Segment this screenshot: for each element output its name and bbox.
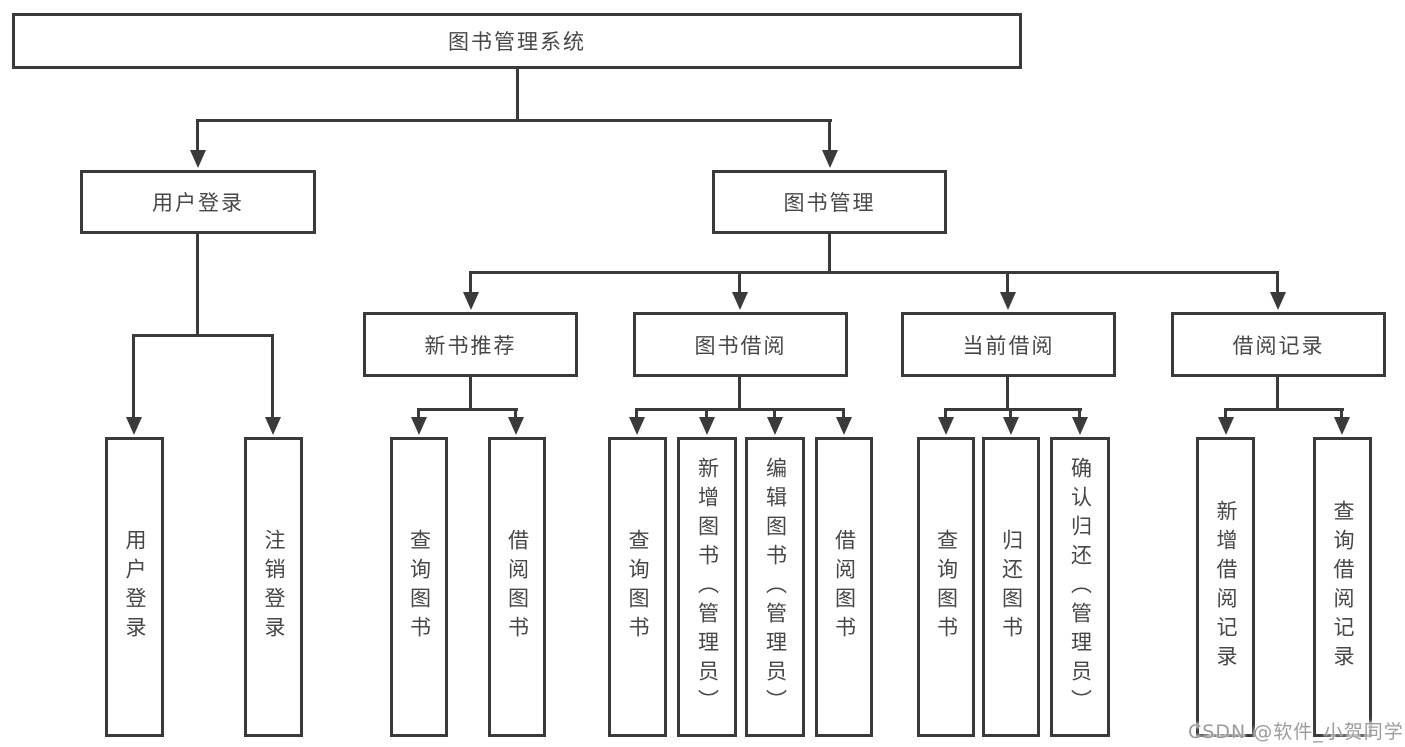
- connector-line: [516, 69, 519, 121]
- leaf-label: 查询图书: [626, 529, 650, 645]
- leaf-label: 归还图书: [999, 529, 1024, 645]
- arrow-down-icon: [1334, 417, 1350, 435]
- connector-line: [514, 408, 517, 418]
- connector-line: [1078, 408, 1081, 418]
- connector-line: [1276, 377, 1279, 411]
- arrow-down-icon: [938, 417, 954, 435]
- connector-line: [1006, 271, 1009, 294]
- leaf-label: 查询借阅记录: [1331, 500, 1355, 674]
- leaf-user-login: 用户登录: [105, 437, 164, 737]
- arrow-down-icon: [732, 292, 748, 310]
- leaf-borrow-add-books-admin: 新增图书（管理员）: [677, 437, 737, 737]
- arrow-down-icon: [699, 417, 715, 435]
- arrow-down-icon: [126, 417, 142, 435]
- connector-line: [828, 119, 831, 152]
- connector-line: [1340, 408, 1343, 418]
- leaf-records-add-record: 新增借阅记录: [1196, 437, 1255, 737]
- arrow-down-icon: [508, 417, 524, 435]
- node-current-borrowing: 当前借阅: [901, 312, 1116, 377]
- node-label: 图书管理: [783, 191, 876, 215]
- node-label: 当前借阅: [962, 333, 1055, 358]
- leaf-label: 用户登录: [123, 529, 147, 645]
- connector-line: [828, 234, 831, 274]
- leaf-label: 确认归还（管理员）: [1068, 456, 1093, 718]
- connector-line: [944, 408, 1082, 411]
- leaf-label: 新增借阅记录: [1214, 500, 1238, 674]
- connector-line: [469, 271, 1279, 274]
- arrow-down-icon: [1000, 292, 1016, 310]
- connector-line: [738, 377, 741, 411]
- connector-line: [196, 234, 199, 336]
- node-book-management: 图书管理: [712, 170, 947, 234]
- node-book-borrowing: 图书借阅: [633, 312, 848, 377]
- connector-line: [1276, 271, 1279, 294]
- connector-line: [132, 334, 274, 337]
- node-label: 图书管理系统: [448, 30, 586, 54]
- leaf-logout-login: 注销登录: [244, 437, 303, 737]
- arrow-down-icon: [265, 417, 281, 435]
- connector-line: [132, 334, 135, 418]
- connector-line: [842, 408, 845, 418]
- arrow-down-icon: [411, 417, 427, 435]
- connector-line: [469, 377, 472, 411]
- connector-line: [738, 271, 741, 294]
- arrow-down-icon: [767, 417, 783, 435]
- leaf-label: 查询图书: [407, 529, 432, 645]
- arrow-down-icon: [1003, 417, 1019, 435]
- node-label: 借阅记录: [1232, 333, 1325, 358]
- node-label: 新书推荐: [424, 333, 517, 358]
- leaf-borrow-query-books: 查询图书: [608, 437, 667, 737]
- leaf-label: 借阅图书: [505, 529, 530, 645]
- connector-line: [417, 408, 518, 411]
- connector-line: [773, 408, 776, 418]
- arrow-down-icon: [1072, 417, 1088, 435]
- node-label: 图书借阅: [694, 333, 787, 358]
- leaf-current-return-books: 归还图书: [982, 437, 1040, 737]
- arrow-down-icon: [822, 150, 838, 168]
- leaf-label: 查询图书: [934, 529, 959, 645]
- leaf-recommend-borrow-books: 借阅图书: [488, 437, 546, 737]
- connector-line: [1009, 408, 1012, 418]
- arrow-down-icon: [1218, 417, 1234, 435]
- node-library-system: 图书管理系统: [12, 13, 1022, 69]
- leaf-label: 编辑图书（管理员）: [763, 456, 788, 718]
- connector-line: [469, 271, 472, 294]
- watermark: CSDN @软件_小贺同学: [1188, 721, 1404, 743]
- connector-line: [1006, 377, 1009, 411]
- arrow-down-icon: [190, 150, 206, 168]
- connector-line: [705, 408, 708, 418]
- connector-line: [635, 408, 845, 411]
- node-new-book-recommendation: 新书推荐: [363, 312, 578, 377]
- connector-line: [944, 408, 947, 418]
- leaf-recommend-query-books: 查询图书: [390, 437, 448, 737]
- node-borrowing-records: 借阅记录: [1171, 312, 1386, 377]
- leaf-current-query-books: 查询图书: [917, 437, 975, 737]
- node-label: 用户登录: [152, 191, 244, 215]
- connector-line: [635, 408, 638, 418]
- connector-line: [1224, 408, 1227, 418]
- leaf-label: 新增图书（管理员）: [695, 456, 720, 718]
- connector-line: [196, 119, 832, 122]
- arrow-down-icon: [836, 417, 852, 435]
- arrow-down-icon: [629, 417, 645, 435]
- leaf-current-confirm-return-admin: 确认归还（管理员）: [1050, 437, 1110, 737]
- connector-line: [196, 119, 199, 152]
- arrow-down-icon: [463, 292, 479, 310]
- leaf-borrow-edit-books-admin: 编辑图书（管理员）: [745, 437, 805, 737]
- leaf-label: 借阅图书: [832, 529, 857, 645]
- connector-line: [417, 408, 420, 418]
- leaf-label: 注销登录: [262, 529, 286, 645]
- leaf-borrow-borrow-books: 借阅图书: [815, 437, 873, 737]
- connector-line: [1224, 408, 1344, 411]
- connector-line: [271, 334, 274, 418]
- leaf-records-query-record: 查询借阅记录: [1313, 437, 1372, 737]
- arrow-down-icon: [1270, 292, 1286, 310]
- node-user-login: 用户登录: [80, 170, 316, 234]
